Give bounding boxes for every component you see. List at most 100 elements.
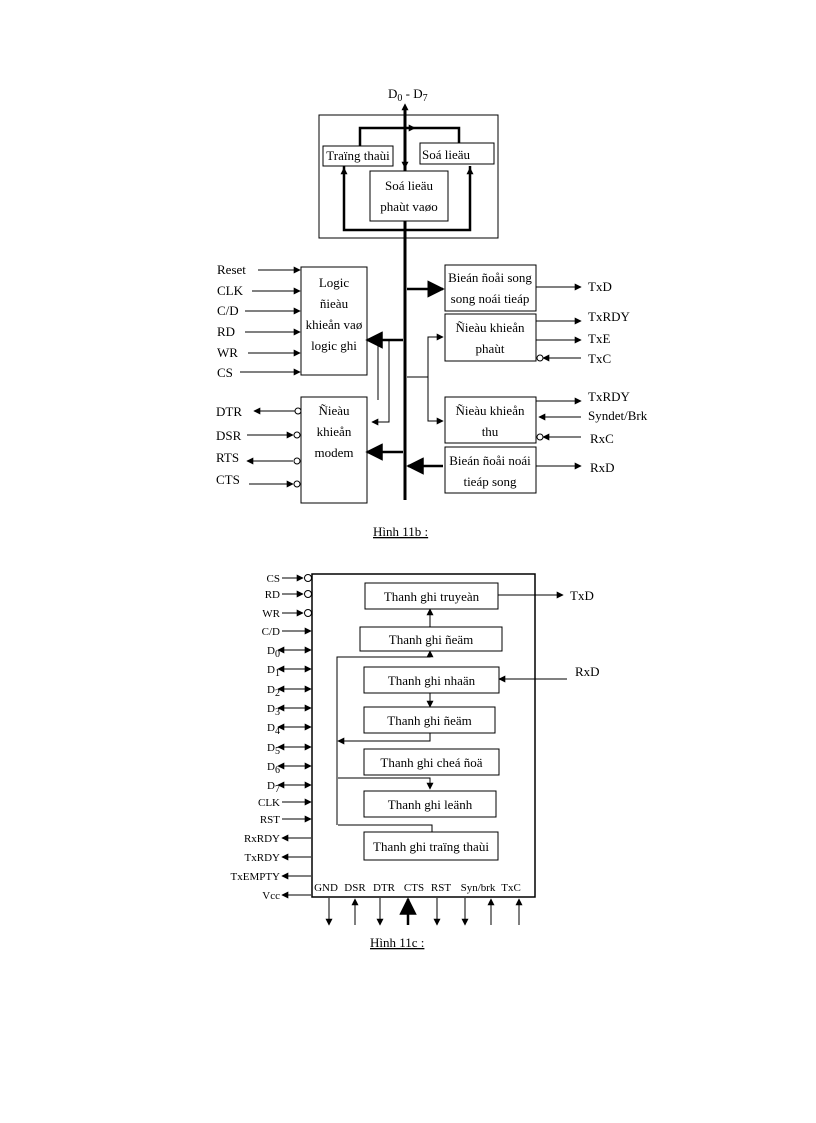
io-data-register (369, 170, 449, 222)
input-cd-label: C/D (217, 303, 239, 318)
pin-label: RST (260, 814, 280, 826)
register-box (363, 831, 499, 861)
txc-label: TxC (588, 351, 611, 366)
register-box (363, 748, 500, 776)
pin-label: C/D (262, 626, 280, 638)
modem-control-box (300, 396, 368, 504)
rts-bubble (293, 457, 301, 465)
register-label: Thanh ghi cheá ñoä (380, 755, 482, 770)
register-label: Thanh ghi nhaän (388, 673, 476, 688)
logic-line-2: ñieàu (320, 296, 349, 311)
cts-bubble (293, 480, 301, 488)
status-register (322, 145, 394, 167)
io-data-label-2: phaùt vaøo (380, 199, 437, 214)
register-label: Thanh ghi truyeàn (384, 589, 480, 604)
modem-line-1: Ñieàu (318, 403, 350, 418)
pin-label: D7 (267, 780, 280, 795)
pin-bubble (304, 590, 312, 598)
register-box (364, 582, 499, 610)
sp-conv-line-2: tieáp song (463, 474, 517, 489)
txc-bubble (536, 354, 544, 362)
sp-conv-line-1: Bieán ñoåi noái (449, 453, 531, 468)
bottom-pin-label: GND (314, 882, 338, 894)
register-2: Thanh ghi nhaän (363, 666, 500, 694)
pin-label: D1 (267, 664, 280, 679)
bottom-pin-6: TxC (501, 882, 521, 894)
pin-15: TxRDY (245, 852, 311, 864)
pin-16: TxEMPTY (231, 871, 311, 883)
buffer-to-bus-arrow (337, 733, 431, 745)
rx-ctrl-line-2: thu (482, 424, 499, 439)
pin-label: RD (265, 589, 280, 601)
pin-2: WR (262, 608, 312, 620)
bottom-pin-5: Syn/brk (461, 882, 496, 894)
pin-4: D0 (267, 645, 312, 660)
dsr-bubble (293, 431, 301, 439)
ctrl-link (427, 336, 443, 422)
register-3: Thanh ghi ñeäm (363, 706, 496, 734)
data-register (419, 142, 495, 165)
rx-ctrl-line-1: Ñieàu khieån (456, 403, 525, 418)
caption-11c: Hình 11c : (370, 935, 424, 950)
logic-line-4: logic ghi (311, 338, 357, 353)
pin-label: TxEMPTY (231, 871, 281, 883)
sp-converter-box (444, 446, 537, 494)
data-register-label: Soá lieäu (422, 147, 471, 162)
bus-to-status-line (338, 824, 433, 832)
modem-dtr-label: DTR (216, 404, 242, 419)
pin-17: Vcc (262, 890, 311, 902)
register-5: Thanh ghi leänh (363, 790, 497, 818)
pin-label: D4 (267, 722, 280, 737)
bottom-pin-label: DSR (344, 882, 366, 894)
modem-line-2: khieån (317, 424, 352, 439)
txd-out-label: TxD (570, 588, 594, 603)
pin-label: D3 (267, 703, 280, 718)
bottom-pin-label: RST (431, 882, 451, 894)
figure-11b: D0 - D7 Traïng thaùi Soá lieäu Soá lieäu… (216, 86, 648, 539)
pin-label: Vcc (262, 890, 280, 902)
pin-10: D6 (267, 761, 312, 776)
status-register-label: Traïng thaùi (326, 148, 390, 163)
txe-label: TxE (588, 331, 610, 346)
pin-label: D6 (267, 761, 280, 776)
pin-bubble (304, 574, 312, 582)
bottom-pin-label: TxC (501, 882, 521, 894)
logic-line-1: Logic (319, 275, 350, 290)
input-wr-label: WR (217, 345, 238, 360)
pin-5: D1 (267, 664, 312, 679)
pin-13: RST (260, 814, 312, 826)
register-4: Thanh ghi cheá ñoä (363, 748, 500, 776)
tx-ctrl-line-1: Ñieàu khieån (456, 320, 525, 335)
txd-label: TxD (588, 279, 612, 294)
bottom-pin-2: DTR (373, 882, 396, 894)
rxc-label: RxC (590, 431, 614, 446)
register-box (359, 626, 503, 652)
input-clk-label: CLK (217, 283, 244, 298)
register-0: Thanh ghi truyeàn (364, 582, 499, 610)
register-box (363, 790, 497, 818)
pin-1: RD (265, 589, 312, 601)
pin-7: D3 (267, 703, 312, 718)
register-box (363, 666, 500, 694)
bottom-pin-label: DTR (373, 882, 396, 894)
pin-label: D5 (267, 742, 280, 757)
bottom-pin-4: RST (431, 882, 451, 894)
io-data-label-1: Soá lieäu (385, 178, 434, 193)
ps-conv-line-1: Bieán ñoåi song (448, 270, 532, 285)
logic-line-3: khieån vaø (306, 317, 363, 332)
pin-label: CS (267, 573, 280, 585)
register-label: Thanh ghi traïng thaùi (373, 839, 489, 854)
pin-9: D5 (267, 742, 312, 757)
pin-label: D2 (267, 684, 280, 699)
modem-line-3: modem (315, 445, 354, 460)
logic-control-box (300, 266, 368, 376)
register-label: Thanh ghi ñeäm (389, 632, 473, 647)
ps-conv-line-2: song noái tieáp (451, 291, 530, 306)
input-rd-label: RD (217, 324, 235, 339)
pin-12: CLK (258, 797, 312, 809)
register-1: Thanh ghi ñeäm (359, 626, 503, 652)
bus-label: D0 - D7 (388, 86, 428, 104)
pin-label: CLK (258, 797, 280, 809)
register-6: Thanh ghi traïng thaùi (363, 831, 499, 861)
